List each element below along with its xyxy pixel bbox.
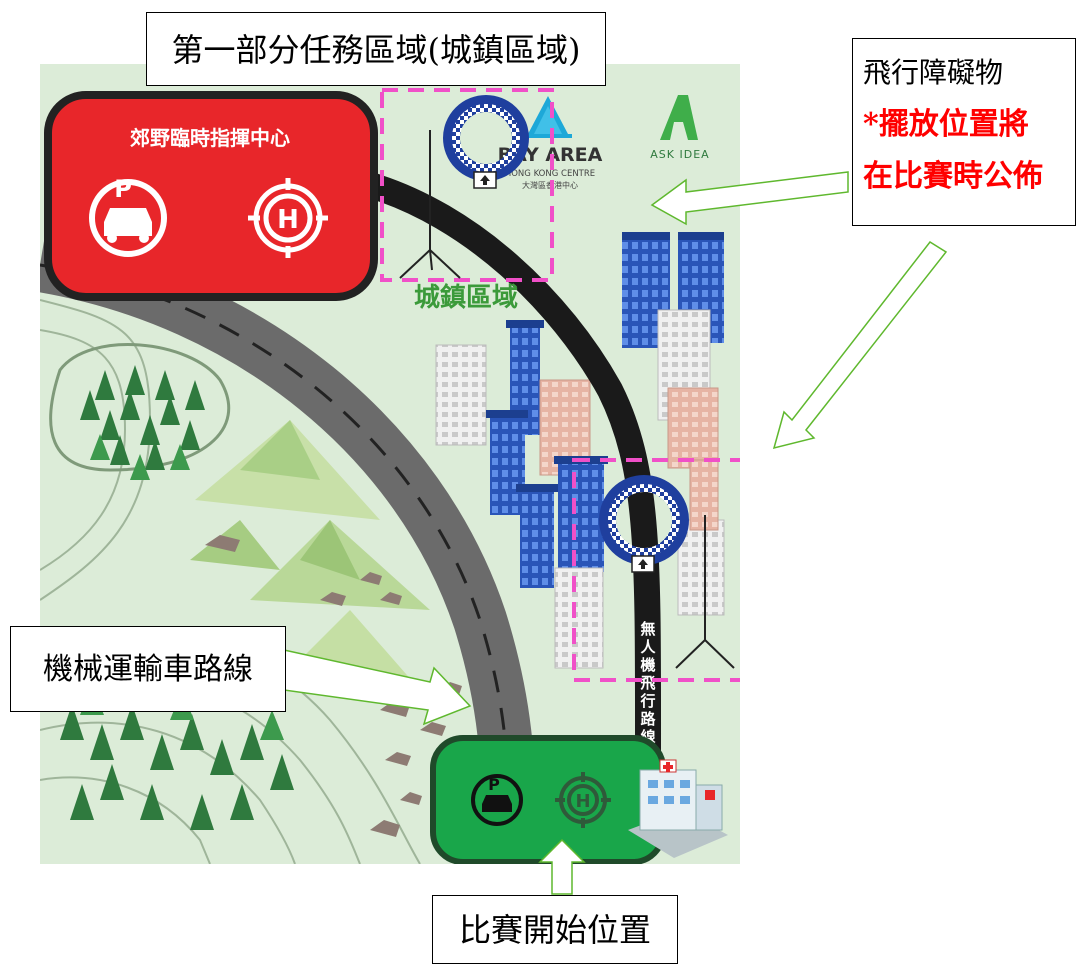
parking-car-icon (89, 179, 167, 257)
parking-car-icon (471, 774, 523, 826)
drone-hoop-icon (599, 475, 689, 573)
command-center: 郊野臨時指揮中心 P H (44, 91, 378, 301)
tree-icon (60, 704, 294, 830)
parking-letter: P (114, 175, 132, 203)
drone-route-char: 人 (640, 638, 656, 656)
arrow-to-top-obstacle (650, 171, 849, 226)
rocks (205, 535, 462, 837)
town-zone-top (380, 88, 554, 282)
drone-route-char: 機 (640, 656, 655, 674)
arrow-to-bottom-obstacle (772, 241, 948, 450)
building-icon (435, 232, 725, 669)
map-area: 無 人 機 飛 行 路 線 BAY AREA HONG KONG CENTRE … (40, 64, 740, 864)
title-callout: 第一部分任務區域(城鎮區域) (146, 12, 606, 86)
vehicle-route-callout: 機械運輸車路線 (10, 626, 286, 712)
bay-area-logo: BAY AREA HONG KONG CENTRE 大灣區香港中心 (498, 96, 603, 190)
start-pad: P H (430, 735, 666, 864)
arrow-to-start-pad (538, 838, 586, 895)
drone-route-char: 飛 (639, 674, 655, 692)
ask-idea-logo: ASK IDEA (650, 95, 709, 161)
forest-bottom (60, 685, 294, 830)
arrow-to-road (283, 649, 472, 726)
drone-flight-route (366, 172, 662, 761)
rock-icon (205, 535, 462, 837)
drone-route-char: 行 (639, 692, 655, 710)
title-text: 第一部分任務區域(城鎮區域) (171, 31, 581, 69)
start-position-callout: 比賽開始位置 (432, 895, 678, 964)
callout-arrows (283, 171, 948, 895)
helipad-letter: H (575, 791, 590, 812)
obstacle-note-line-1: *擺放位置將 (863, 107, 1029, 142)
helipad-icon (555, 772, 611, 828)
town-area-label: 城鎮區域 (414, 282, 518, 313)
tree-icon (80, 365, 205, 470)
obstacle-callout: 飛行障礙物 *擺放位置將 在比賽時公佈 (852, 38, 1076, 226)
town-zone-bottom (572, 458, 740, 682)
logo-bay-area-sub: HONG KONG CENTRE (505, 169, 595, 179)
parking-letter: P (488, 775, 500, 794)
helipad-icon (248, 178, 328, 258)
tripod-stand-icon (675, 515, 735, 669)
vehicle-route-text: 機械運輸車路線 (43, 652, 253, 687)
ask-idea-logo-icon (660, 95, 698, 140)
drone-route-label: 無 人 機 飛 行 路 線 (639, 620, 656, 746)
drone-route-char: 路 (640, 710, 656, 728)
forest-top (80, 365, 205, 480)
helipad-letter: H (277, 205, 299, 235)
start-position-text: 比賽開始位置 (458, 911, 651, 949)
obstacle-note-line-2: 在比賽時公佈 (863, 159, 1043, 194)
logo-ask-idea-text: ASK IDEA (650, 148, 709, 161)
command-center-title: 郊野臨時指揮中心 (130, 126, 290, 150)
obstacle-title: 飛行障礙物 (863, 56, 1004, 89)
tripod-stand-icon (399, 130, 461, 279)
buildings (435, 232, 725, 669)
low-poly-hills (190, 420, 430, 690)
hospital-icon (628, 759, 728, 858)
drone-hoop-icon (443, 95, 529, 189)
drone-route-char: 無 (640, 620, 655, 638)
